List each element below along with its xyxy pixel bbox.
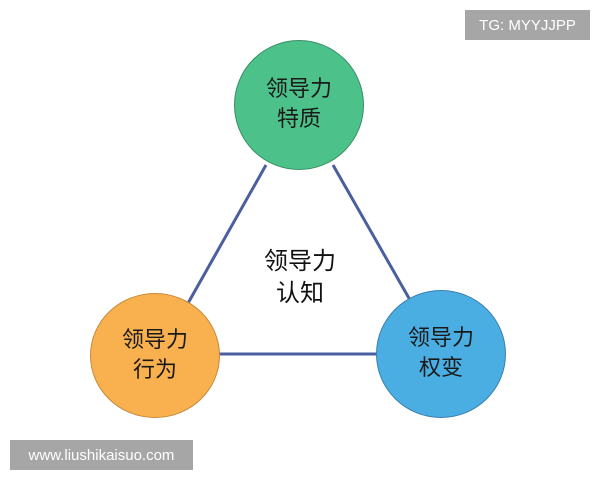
watermark-url-text: www.liushikaisuo.com	[28, 446, 175, 464]
node-contingency-line1: 领导力	[407, 326, 474, 351]
node-traits-line1: 领导力	[265, 77, 332, 102]
center-line1: 领导力	[264, 247, 336, 275]
center-line2: 认知	[276, 279, 324, 307]
node-contingency-line2: 权变	[418, 356, 463, 381]
center-label-leadership-cognition: 领导力 认知	[250, 245, 350, 309]
node-leadership-traits: 领导力 特质	[234, 40, 364, 170]
watermark-bottom-left: www.liushikaisuo.com	[10, 440, 193, 470]
node-leadership-behavior: 领导力 行为	[90, 293, 220, 418]
node-leadership-contingency: 领导力 权变	[376, 290, 506, 418]
node-behavior-line1: 领导力	[121, 327, 188, 353]
node-traits-line2: 特质	[276, 107, 321, 132]
watermark-tg-text: TG: MYYJJPP	[479, 16, 576, 34]
edge-traits-behavior	[185, 164, 268, 306]
edge-traits-contingency	[331, 164, 412, 301]
node-behavior-line2: 行为	[132, 357, 177, 383]
watermark-top-right: TG: MYYJJPP	[465, 10, 590, 40]
